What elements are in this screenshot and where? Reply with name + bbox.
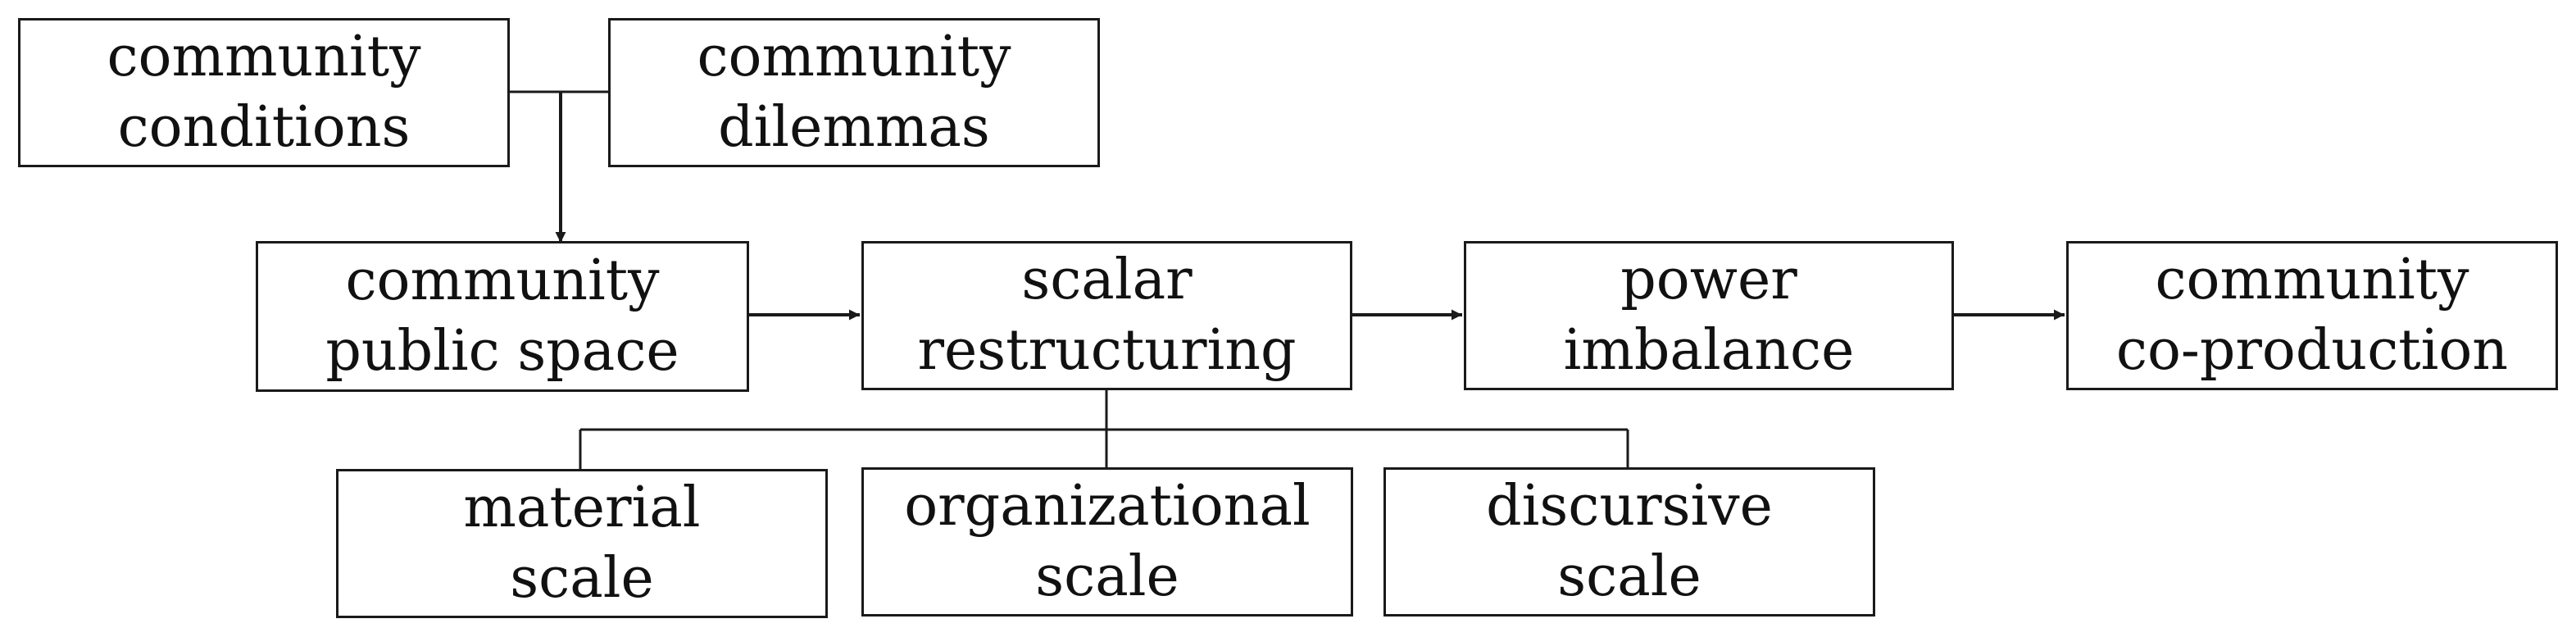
node-line: restructuring (917, 318, 1297, 383)
node-line: scale (1035, 544, 1179, 609)
node-line: community (2155, 248, 2469, 312)
node-line: imbalance (1563, 318, 1855, 383)
community-coproduction-box: community co-production (2066, 241, 2558, 390)
node-line: discursive (1486, 474, 1773, 539)
community-public-space-box: community public space (256, 241, 749, 392)
node-line: community (107, 25, 421, 89)
node-line: material (463, 475, 701, 540)
node-line: dilemmas (718, 95, 990, 160)
node-line: co-production (2115, 318, 2509, 383)
node-line: scalar (1021, 248, 1193, 312)
community-conditions-box: community conditions (18, 18, 510, 167)
power-imbalance-box: power imbalance (1464, 241, 1954, 390)
node-line: scale (1557, 544, 1701, 609)
node-line: conditions (117, 95, 411, 160)
node-line: community (697, 25, 1011, 89)
discursive-scale-box: discursive scale (1383, 467, 1875, 617)
node-line: scale (510, 546, 654, 611)
node-line: public space (325, 319, 679, 384)
material-scale-box: material scale (336, 469, 828, 618)
node-line: organizational (904, 474, 1311, 539)
community-dilemmas-box: community dilemmas (608, 18, 1100, 167)
node-line: community (345, 248, 660, 313)
scalar-restructuring-box: scalar restructuring (861, 241, 1352, 390)
node-line: power (1620, 248, 1797, 312)
organizational-scale-box: organizational scale (861, 467, 1353, 617)
